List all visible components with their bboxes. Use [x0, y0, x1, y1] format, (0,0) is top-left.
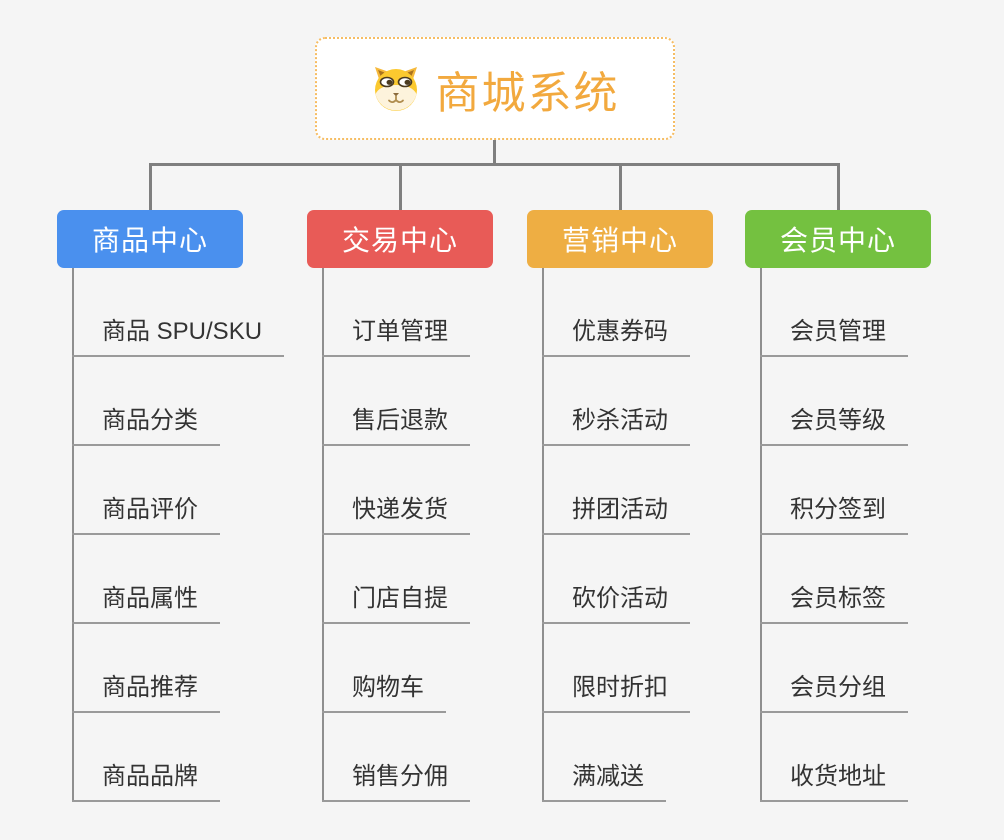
leaf-node[interactable]: 会员分组 — [760, 671, 908, 713]
leaf-node[interactable]: 砍价活动 — [542, 582, 690, 624]
leaf-node[interactable]: 会员等级 — [760, 404, 908, 446]
branch-box-marketing-center[interactable]: 营销中心 — [527, 210, 713, 268]
leaf-node[interactable]: 门店自提 — [322, 582, 470, 624]
leaf-node[interactable]: 拼团活动 — [542, 493, 690, 535]
leaf-node[interactable]: 会员管理 — [760, 315, 908, 357]
connector-drop-member — [837, 166, 840, 210]
leaf-node[interactable]: 积分签到 — [760, 493, 908, 535]
leaf-node[interactable]: 商品评价 — [72, 493, 220, 535]
leaf-node[interactable]: 满减送 — [542, 760, 666, 802]
leaf-node[interactable]: 订单管理 — [322, 315, 470, 357]
leaf-node[interactable]: 销售分佣 — [322, 760, 470, 802]
branch-trade-center: 交易中心 订单管理 售后退款 快递发货 门店自提 购物车 销售分佣 — [307, 210, 557, 810]
leaf-node[interactable]: 秒杀活动 — [542, 404, 690, 446]
leaf-node[interactable]: 优惠券码 — [542, 315, 690, 357]
leaf-node[interactable]: 商品属性 — [72, 582, 220, 624]
branch-member-center: 会员中心 会员管理 会员等级 积分签到 会员标签 会员分组 收货地址 — [745, 210, 995, 810]
leaf-node[interactable]: 购物车 — [322, 671, 446, 713]
branch-box-trade-center[interactable]: 交易中心 — [307, 210, 493, 268]
leaf-node[interactable]: 商品推荐 — [72, 671, 220, 713]
connector-rail — [149, 163, 840, 166]
connector-root-stem — [493, 140, 496, 164]
branch-product-center: 商品中心 商品 SPU/SKU 商品分类 商品评价 商品属性 商品推荐 商品品牌 — [57, 210, 307, 810]
branch-box-member-center[interactable]: 会员中心 — [745, 210, 931, 268]
branch-box-product-center[interactable]: 商品中心 — [57, 210, 243, 268]
leaf-node[interactable]: 商品分类 — [72, 404, 220, 446]
leaf-node[interactable]: 商品品牌 — [72, 760, 220, 802]
leaf-node[interactable]: 售后退款 — [322, 404, 470, 446]
branch-marketing-center: 营销中心 优惠券码 秒杀活动 拼团活动 砍价活动 限时折扣 满减送 — [527, 210, 777, 810]
root-title: 商城系统 — [435, 68, 620, 118]
dog-icon — [371, 65, 421, 113]
connector-drop-trade — [399, 166, 402, 210]
leaf-node[interactable]: 快递发货 — [322, 493, 470, 535]
connector-drop-marketing — [619, 166, 622, 210]
leaf-node[interactable]: 商品 SPU/SKU — [72, 315, 285, 357]
leaf-node[interactable]: 会员标签 — [760, 582, 908, 624]
leaf-node[interactable]: 收货地址 — [760, 760, 908, 802]
root-node[interactable]: 商城系统 — [315, 37, 675, 140]
leaf-node[interactable]: 限时折扣 — [542, 671, 690, 713]
connector-drop-product — [149, 166, 152, 210]
